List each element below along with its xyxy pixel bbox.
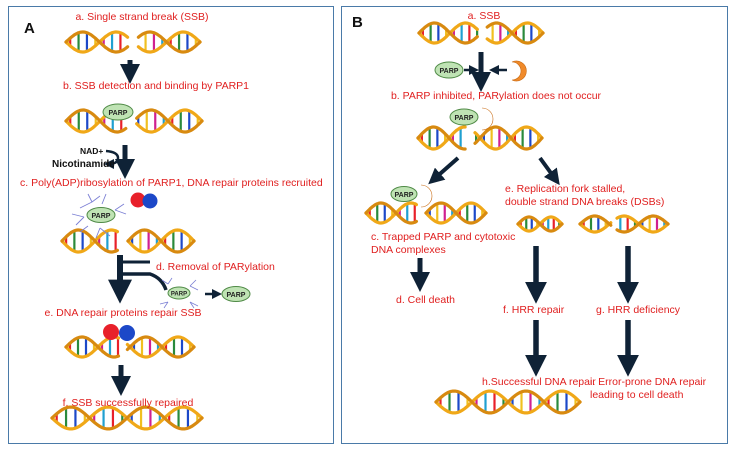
dna-b5 <box>578 214 670 234</box>
b-step-i-label-2: leading to cell death <box>590 389 684 401</box>
b-step-c-label-1: c. Trapped PARP and cytotoxic <box>371 231 516 243</box>
step-a-label: a. Single strand break (SSB) <box>75 11 209 23</box>
b-step-e-label-1: e. Replication fork stalled, <box>505 183 626 195</box>
nicotinamide-label: Nicotinamide <box>52 159 115 170</box>
dna-a1 <box>64 30 202 54</box>
panel-b-label: B <box>352 14 363 31</box>
dna-b6 <box>434 389 582 415</box>
parp-inhibitor-b3 <box>420 184 433 208</box>
svg-text:PARP: PARP <box>171 292 187 298</box>
dna-a2 <box>64 108 204 134</box>
parp-oval-a2 <box>86 207 116 223</box>
svg-text:PARP: PARP <box>395 192 414 199</box>
parp-oval-b1 <box>434 61 464 79</box>
panel-a-label: A <box>24 20 35 37</box>
dna-b1 <box>417 21 545 45</box>
svg-text:PARP: PARP <box>455 115 474 122</box>
dna-b2 <box>416 125 544 151</box>
dna-a3 <box>60 228 196 254</box>
arrow-branch-d <box>122 272 168 291</box>
nad-curve-arrow <box>104 149 120 169</box>
step-f-label: f. SSB successfully repaired <box>62 397 194 409</box>
parp-oval-a3 <box>167 286 191 300</box>
b-step-e-label-2: double strand DNA breaks (DSBs) <box>505 196 665 208</box>
arrow-to-fork-stalled <box>538 156 560 186</box>
b-step-d-label: d. Cell death <box>396 294 455 306</box>
dna-b4 <box>516 215 564 233</box>
parp-inhibitor-b2 <box>481 107 494 131</box>
nad-label: NAD+ <box>80 146 104 156</box>
b-step-h-label: h.Successful DNA repair <box>482 376 596 388</box>
step-d-label: d. Removal of PARylation <box>156 261 275 273</box>
panel-a <box>8 6 334 444</box>
parp-oval-a4 <box>221 286 251 302</box>
svg-text:PARP: PARP <box>92 213 111 220</box>
b-step-g-label: g. HRR deficiency <box>596 304 681 316</box>
svg-text:PARP: PARP <box>227 292 246 299</box>
parp-inhibitor-b1 <box>511 60 527 82</box>
b-step-c-label-2: DNA complexes <box>371 244 446 256</box>
dna-b3 <box>364 201 488 225</box>
dna-a5 <box>50 405 204 431</box>
b-step-i-label-1: i. Error-prone DNA repair <box>590 376 707 388</box>
step-c-label: c. Poly(ADP)ribosylation of PARP1, DNA r… <box>20 177 323 189</box>
dna-a4 <box>64 335 196 359</box>
repair-protein-red-a2 <box>103 324 119 340</box>
parylated-parp-cluster <box>71 193 127 239</box>
repair-protein-red-a1 <box>130 192 146 208</box>
b-step-b-label: b. PARP inhibited, PARylation does not o… <box>390 90 602 102</box>
svg-text:PARP: PARP <box>109 110 128 117</box>
parp-oval-a1 <box>102 103 134 121</box>
parylated-parp-small <box>159 277 199 309</box>
b-step-a-label: a. SSB <box>467 10 501 22</box>
parp-oval-b3 <box>390 186 418 202</box>
parp-oval-b2 <box>449 108 479 126</box>
repair-protein-blue-a1 <box>142 193 158 209</box>
b-step-f-label: f. HRR repair <box>503 304 565 316</box>
svg-text:PARP: PARP <box>440 68 459 75</box>
step-e-label: e. DNA repair proteins repair SSB <box>44 307 202 319</box>
arrow-to-trapped <box>428 156 460 185</box>
repair-protein-blue-a2 <box>119 325 135 341</box>
step-b-label: b. SSB detection and binding by PARP1 <box>62 80 250 92</box>
